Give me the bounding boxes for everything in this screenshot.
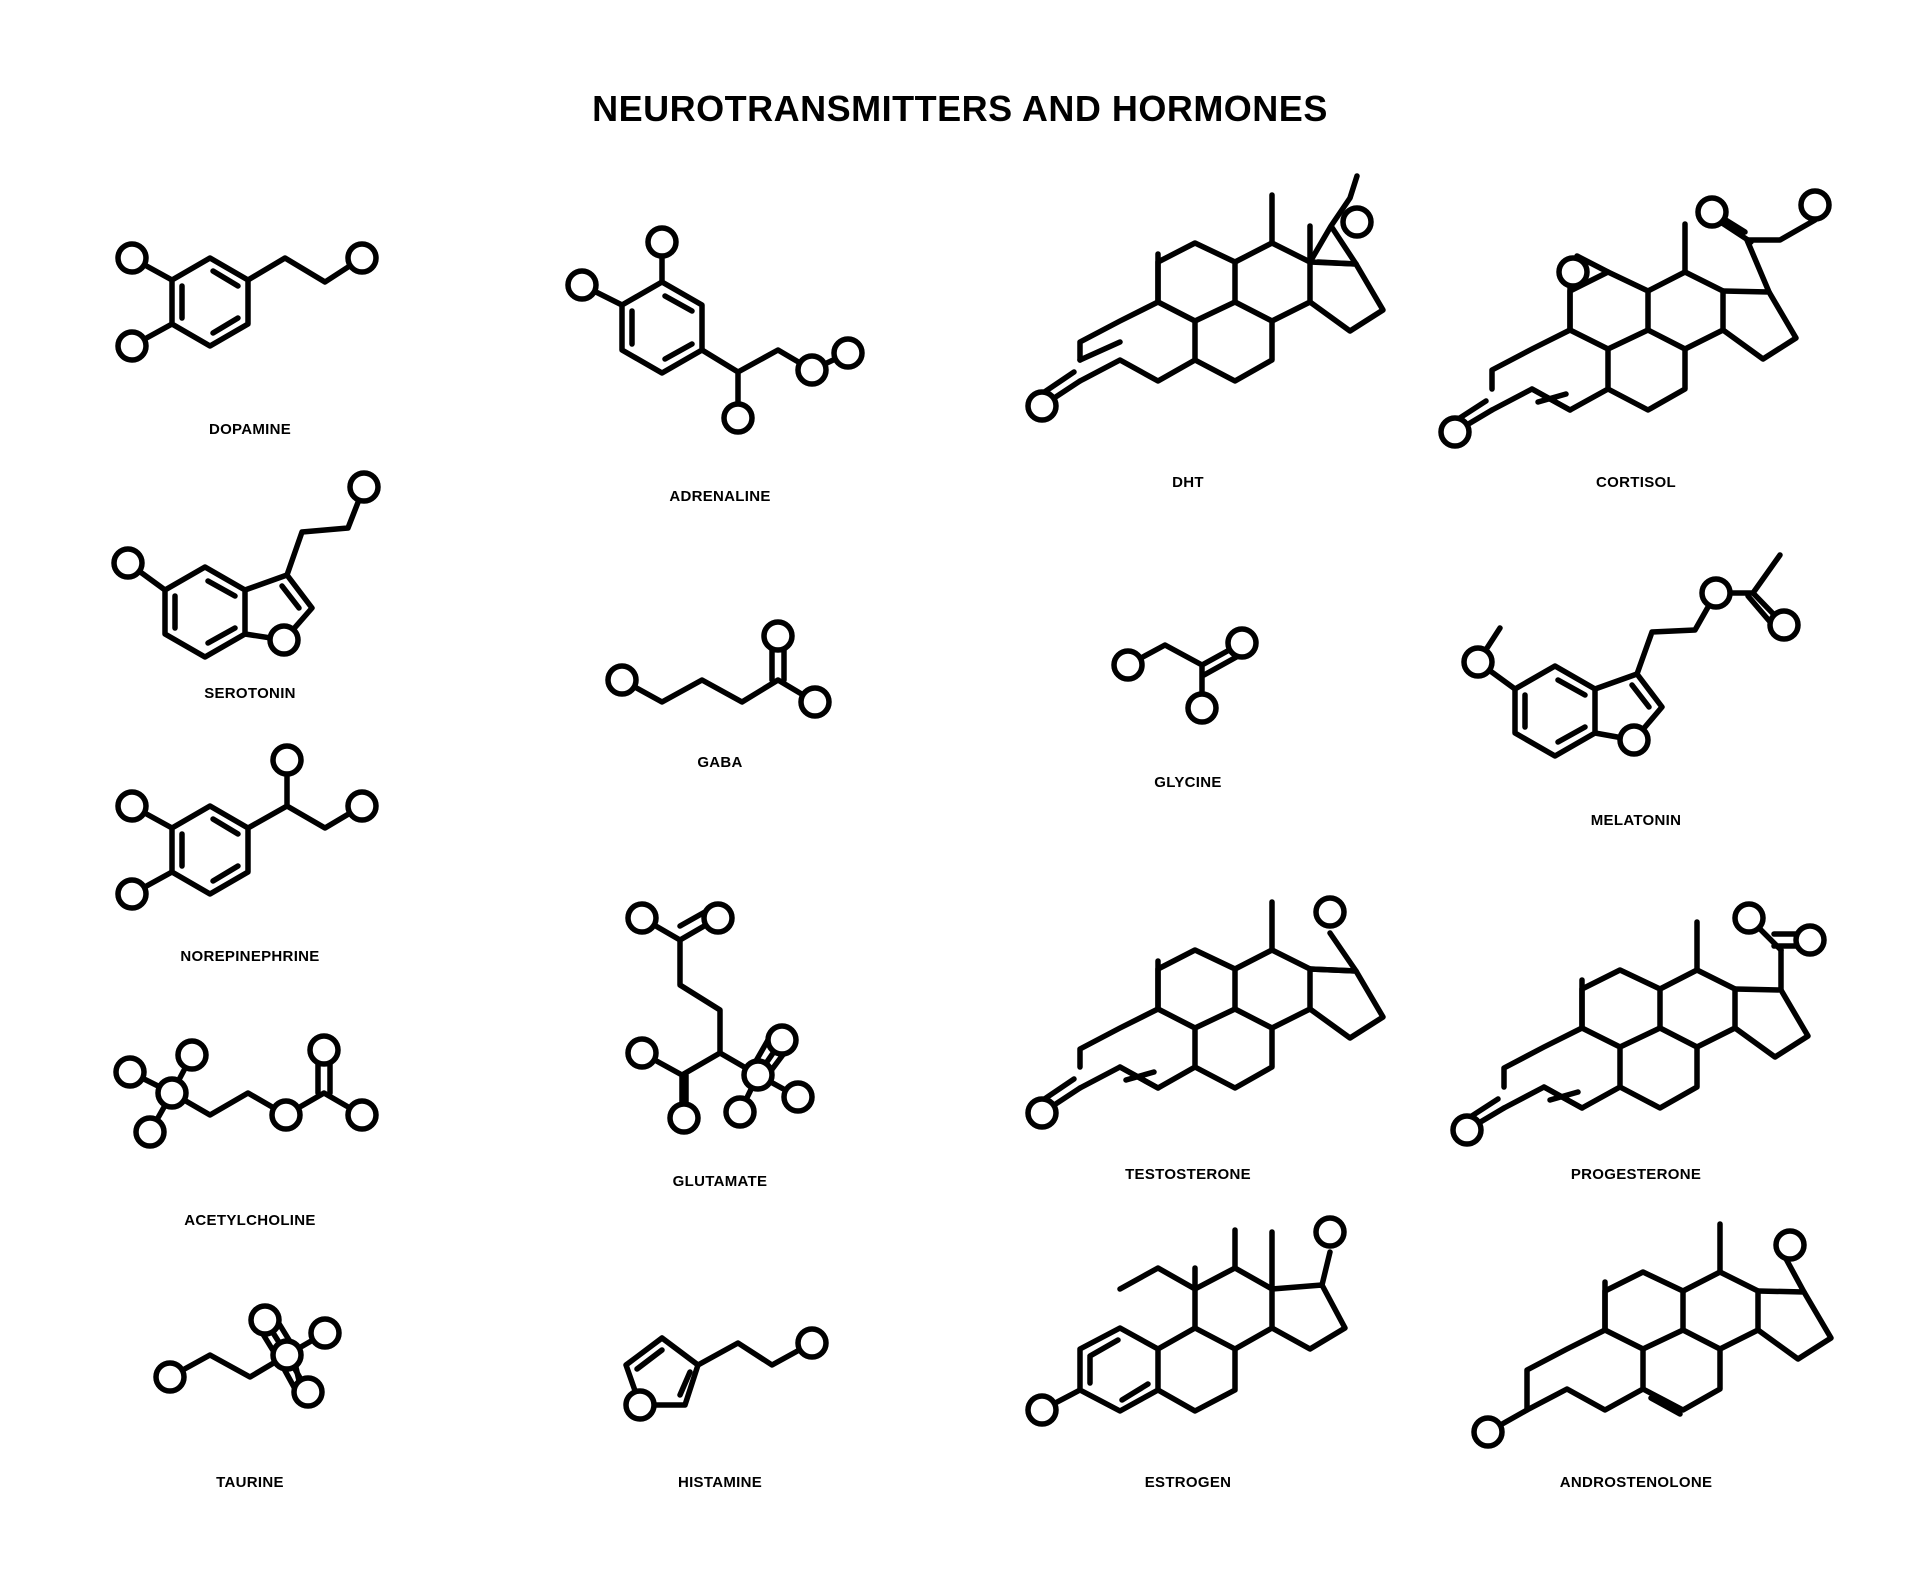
label-cortisol: CORTISOL bbox=[1596, 474, 1676, 491]
molecule-progesterone bbox=[1450, 901, 1827, 1147]
label-taurine: TAURINE bbox=[216, 1474, 284, 1491]
molecule-dopamine bbox=[115, 241, 379, 363]
label-adrenaline: ADRENALINE bbox=[669, 488, 771, 505]
molecule-adrenaline bbox=[565, 225, 865, 435]
molecule-melatonin bbox=[1461, 552, 1801, 759]
label-glutamate: GLUTAMATE bbox=[672, 1173, 768, 1190]
label-dht: DHT bbox=[1172, 474, 1204, 491]
label-serotonin: SEROTONIN bbox=[204, 685, 296, 702]
label-histamine: HISTAMINE bbox=[677, 1474, 763, 1491]
label-norepinephrine: NOREPINEPHRINE bbox=[180, 948, 320, 965]
molecule-gaba bbox=[605, 619, 832, 719]
molecule-histamine bbox=[623, 1326, 829, 1422]
molecule-serotonin bbox=[111, 470, 381, 660]
label-testosterone: TESTOSTERONE bbox=[1125, 1166, 1251, 1183]
label-androstenolone: ANDROSTENOLONE bbox=[1559, 1474, 1713, 1491]
label-melatonin: MELATONIN bbox=[1590, 812, 1682, 829]
label-acetylcholine: ACETYLCHOLINE bbox=[184, 1212, 316, 1229]
label-dopamine: DOPAMINE bbox=[208, 421, 292, 438]
molecule-glutamate bbox=[625, 901, 815, 1135]
molecule-acetylcholine bbox=[113, 1033, 379, 1149]
page-title: NEUROTRANSMITTERS AND HORMONES bbox=[592, 88, 1328, 129]
molecule-androstenolone bbox=[1471, 1221, 1834, 1449]
molecule-cortisol bbox=[1438, 188, 1832, 449]
molecule-taurine bbox=[153, 1303, 342, 1409]
molecule-glycine bbox=[1111, 626, 1259, 725]
molecule-testosterone bbox=[1025, 895, 1386, 1130]
label-gaba: GABA bbox=[697, 754, 743, 771]
label-glycine: GLYCINE bbox=[1154, 774, 1222, 791]
molecule-dht bbox=[1025, 173, 1386, 423]
molecule-norepinephrine bbox=[115, 743, 379, 911]
molecule-estrogen bbox=[1025, 1215, 1348, 1427]
label-estrogen: ESTROGEN bbox=[1144, 1474, 1232, 1491]
label-progesterone: PROGESTERONE bbox=[1570, 1166, 1702, 1183]
